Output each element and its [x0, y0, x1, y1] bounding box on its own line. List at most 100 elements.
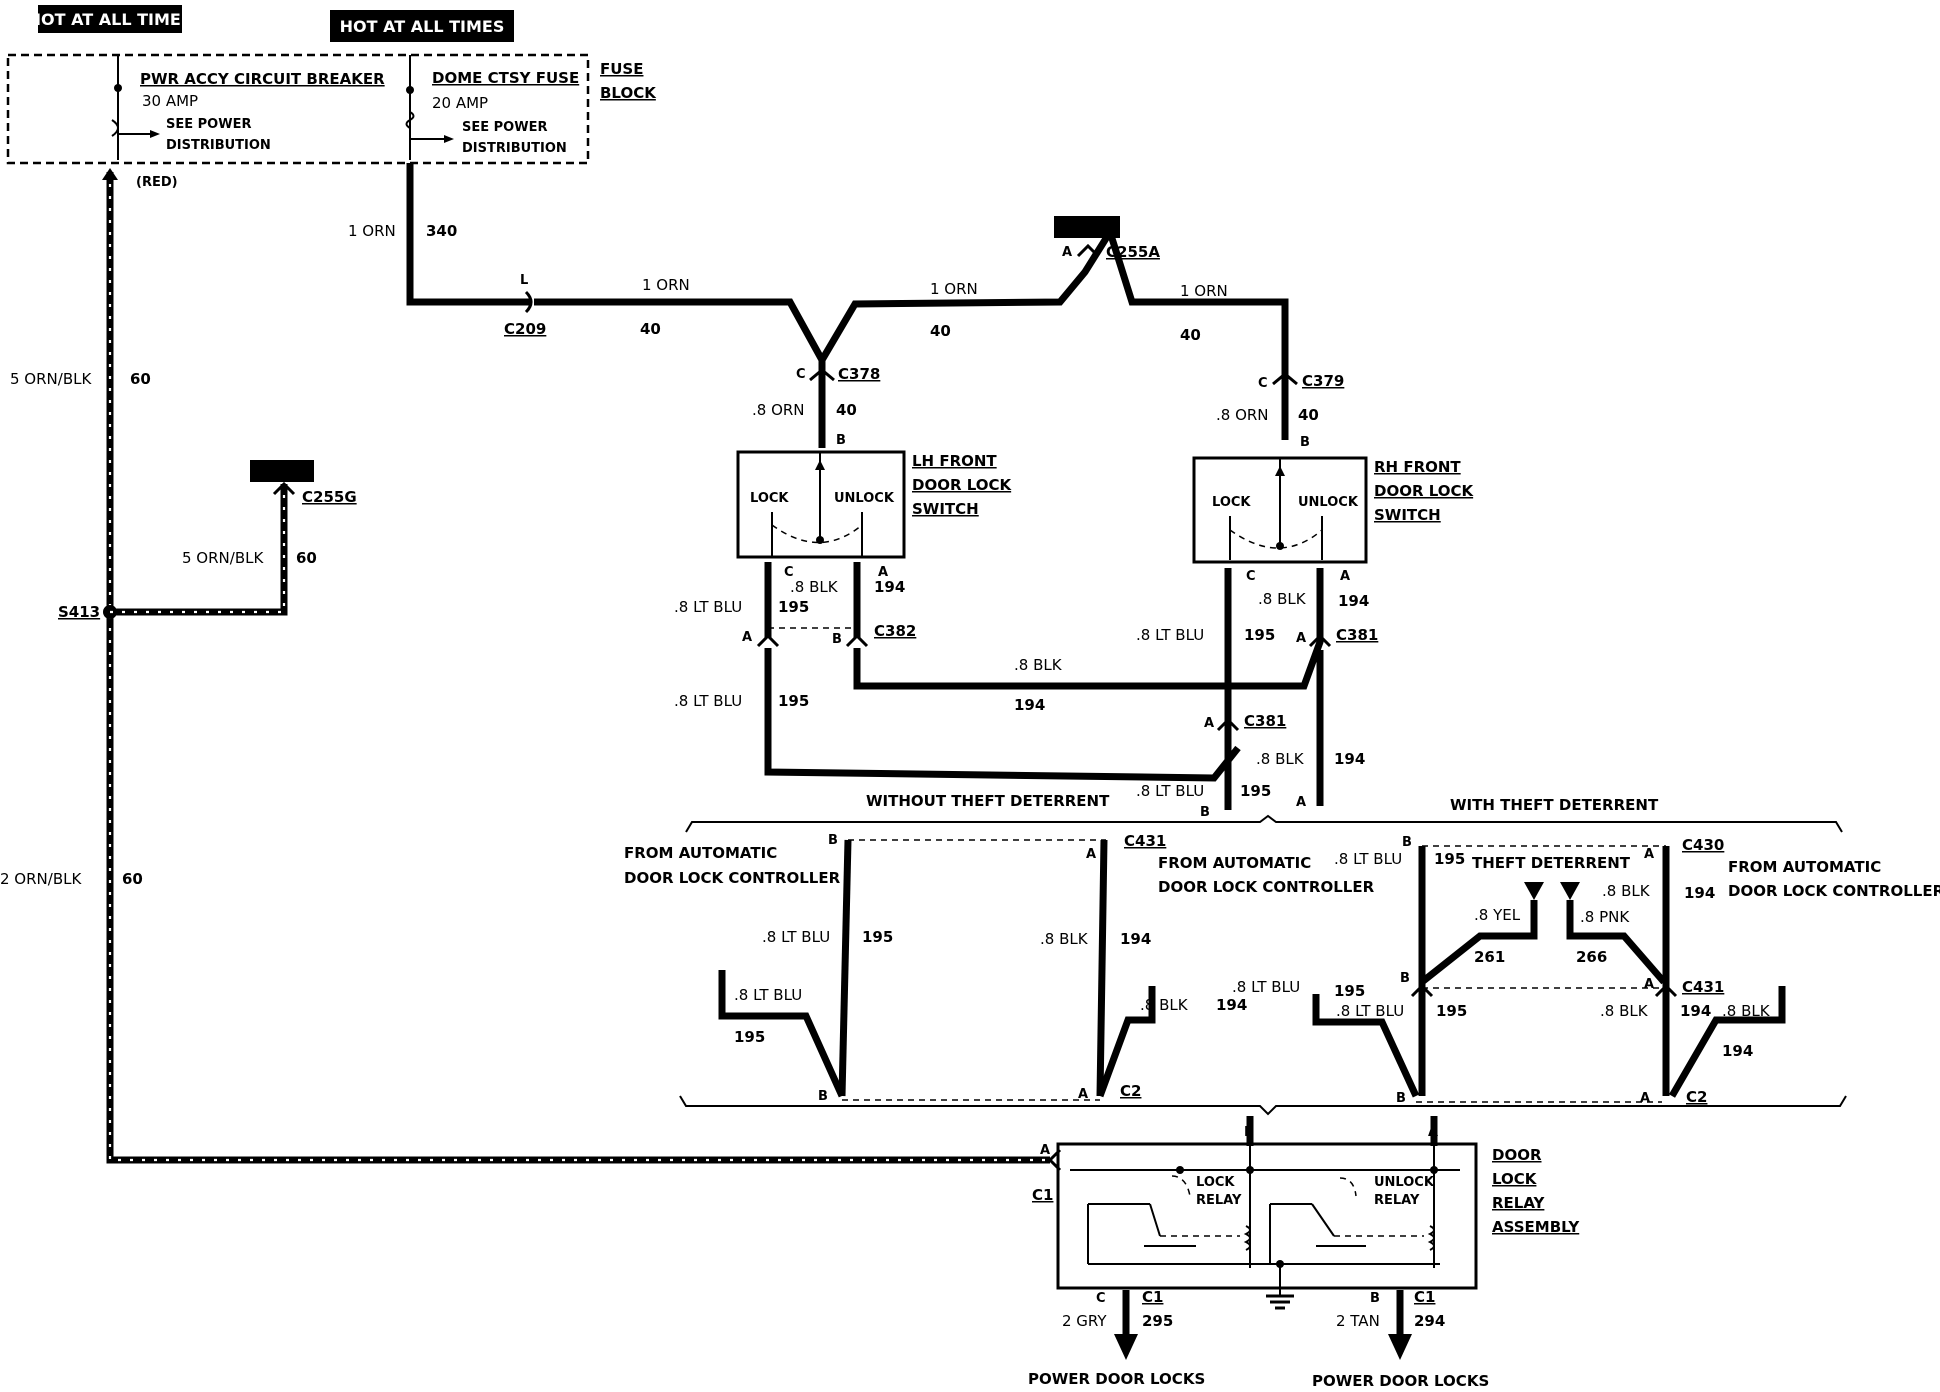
lock-relay-label-1: LOCK	[1196, 1175, 1235, 1190]
breaker-arrow-icon	[150, 130, 160, 138]
wire-195-label-w2: 195	[1334, 982, 1365, 1000]
wire-ltblu-label-rh1: .8 LT BLU	[1136, 626, 1204, 644]
wire-266-label: 266	[1576, 948, 1607, 966]
w-pin-b-mid: B	[1400, 971, 1410, 986]
wire-blk-label-mid: .8 BLK	[1014, 656, 1063, 674]
from-controller-2b: DOOR LOCK CONTROLLER	[1158, 878, 1375, 896]
connector-c255a-icon	[1076, 243, 1100, 258]
fuse-see-1: SEE POWER	[462, 120, 547, 135]
wire-194-label-wo1: 194	[1120, 930, 1151, 948]
connector-c379-label: C379	[1302, 372, 1344, 390]
wire-194-label-mid: 194	[1014, 696, 1045, 714]
wo-pin-b-bottom: B	[818, 1089, 828, 1104]
wire-ltblu-label-w1: .8 LT BLU	[1334, 850, 1402, 868]
lh-switch-lock-label: LOCK	[750, 491, 789, 506]
unlock-relay-label-2: RELAY	[1374, 1193, 1420, 1208]
wire-5orn-blk-branch-label: 5 ORN/BLK	[182, 549, 264, 567]
wire-ltblu-label-wo1: .8 LT BLU	[762, 928, 830, 946]
lh-switch-name-3: SWITCH	[912, 500, 979, 518]
rh-switch-pivot	[1276, 542, 1284, 550]
wire-blk-label-wo1: .8 BLK	[1040, 930, 1089, 948]
wire-2orn-blk-label: 2 ORN/BLK	[0, 870, 82, 888]
lh-switch-name-2: DOOR LOCK	[912, 476, 1013, 494]
wire-60-label-1: 60	[130, 370, 151, 388]
wire-340-label: 340	[426, 222, 457, 240]
connector-c379-pin: C	[1258, 376, 1268, 391]
breaker-see-1: SEE POWER	[166, 117, 251, 132]
lock-relay-label-2: RELAY	[1196, 1193, 1242, 1208]
power-door-locks-right: POWER DOOR LOCKS	[1312, 1372, 1489, 1390]
wire-blk-label-w1: .8 BLK	[1602, 882, 1651, 900]
relay-input-a-icon	[1047, 1148, 1062, 1172]
wire-yel-label: .8 YEL	[1474, 906, 1521, 924]
fuse-amp: 20 AMP	[432, 94, 488, 112]
wire-40-label-2: 40	[930, 322, 951, 340]
ground-icon	[1266, 1294, 1294, 1310]
wire-blk-label-lh1: .8 BLK	[790, 578, 839, 596]
lh-switch-unlock-label: UNLOCK	[834, 491, 895, 506]
wire-261-label: 261	[1474, 948, 1505, 966]
from-controller-2a: FROM AUTOMATIC	[1158, 854, 1311, 872]
section-without-theft: WITHOUT THEFT DETERRENT	[866, 792, 1110, 810]
relay-node-3	[1430, 1166, 1438, 1174]
rh-switch-name-3: SWITCH	[1374, 506, 1441, 524]
lh-switch-name-1: LH FRONT	[912, 452, 997, 470]
option-bracket-bottom	[679, 1095, 1847, 1116]
fuse-block-label-1: FUSE	[600, 60, 643, 78]
relay-pin-b-top: B	[1244, 1125, 1254, 1140]
connector-c381-label-upper: C381	[1336, 626, 1378, 644]
rh-switch-pin-a: A	[1340, 569, 1350, 584]
connector-c378-pin: C	[796, 367, 806, 382]
wire-orn-blk-main	[106, 172, 1050, 1164]
rh-switch-lock-label: LOCK	[1212, 495, 1251, 510]
rh-pin-b-bottom: B	[1200, 805, 1210, 820]
w-pin-a-mid: A	[1644, 977, 1654, 992]
wire-194-label-rh1: 194	[1338, 592, 1369, 610]
wire-195-label-w3: 195	[1436, 1002, 1467, 1020]
connector-c378-icon	[809, 368, 835, 382]
wire-1orn-label-3: 1 ORN	[930, 280, 978, 298]
splice-s413-label: S413	[58, 603, 100, 621]
connector-c381-label-lower: C381	[1244, 712, 1286, 730]
power-door-locks-left: POWER DOOR LOCKS	[1028, 1370, 1205, 1388]
wo-pin-b-top: B	[828, 833, 838, 848]
wire-195-label-wo2: 195	[734, 1028, 765, 1046]
connector-c382-pin-a: A	[742, 630, 752, 645]
wire-1orn-label-4: 1 ORN	[1180, 282, 1228, 300]
lh-switch-pin-b: B	[836, 433, 846, 448]
wire-tan-label: 2 TAN	[1336, 1312, 1380, 1330]
wire-blk-label-wo2: .8 BLK	[1140, 996, 1189, 1014]
connector-c382-icon-a	[756, 633, 780, 648]
wire-ltblu-label-rh2: .8 LT BLU	[1136, 782, 1204, 800]
theft-pnk-arrow-icon	[1560, 882, 1580, 900]
wire-195-label-lh1: 195	[778, 598, 809, 616]
relay-node-2	[1246, 1166, 1254, 1174]
breaker-symbol-icon	[111, 119, 119, 137]
relay-pin-c: C	[1096, 1291, 1106, 1306]
wire-195-label-lh2: 195	[778, 692, 809, 710]
w-pin-b-top: B	[1402, 835, 1412, 850]
wire-orn-main	[534, 223, 1289, 440]
option-bracket-top	[685, 814, 1843, 833]
relay-c1-label: C1	[1032, 1186, 1053, 1204]
connector-c430-label: C430	[1682, 836, 1724, 854]
relay-node-1	[1176, 1166, 1184, 1174]
w-pin-a-top: A	[1644, 847, 1654, 862]
unlock-relay-label-1: UNLOCK	[1374, 1175, 1435, 1190]
wire-rh-blk-194	[1228, 568, 1324, 690]
wire-194-label-w1: 194	[1684, 884, 1715, 902]
lh-switch-pin-c: C	[784, 565, 794, 580]
rh-switch-pin-c: C	[1246, 569, 1256, 584]
wire-red-label: (RED)	[136, 175, 178, 190]
fuse-block-outline	[6, 53, 590, 165]
hot-label-right: HOT AT ALL TIMES	[340, 17, 505, 36]
breaker-name: PWR ACCY CIRCUIT BREAKER	[140, 70, 385, 88]
relay-name-2: LOCK	[1492, 1170, 1538, 1188]
wire-wo-ltblu-195	[838, 839, 852, 1097]
breaker-see-2: DISTRIBUTION	[166, 138, 271, 153]
tan-output-arrow-icon	[1388, 1334, 1412, 1360]
wire-08orn-label-rh: .8 ORN	[1216, 406, 1269, 424]
wire-295-label: 295	[1142, 1312, 1173, 1330]
connector-c379-icon	[1272, 372, 1298, 386]
